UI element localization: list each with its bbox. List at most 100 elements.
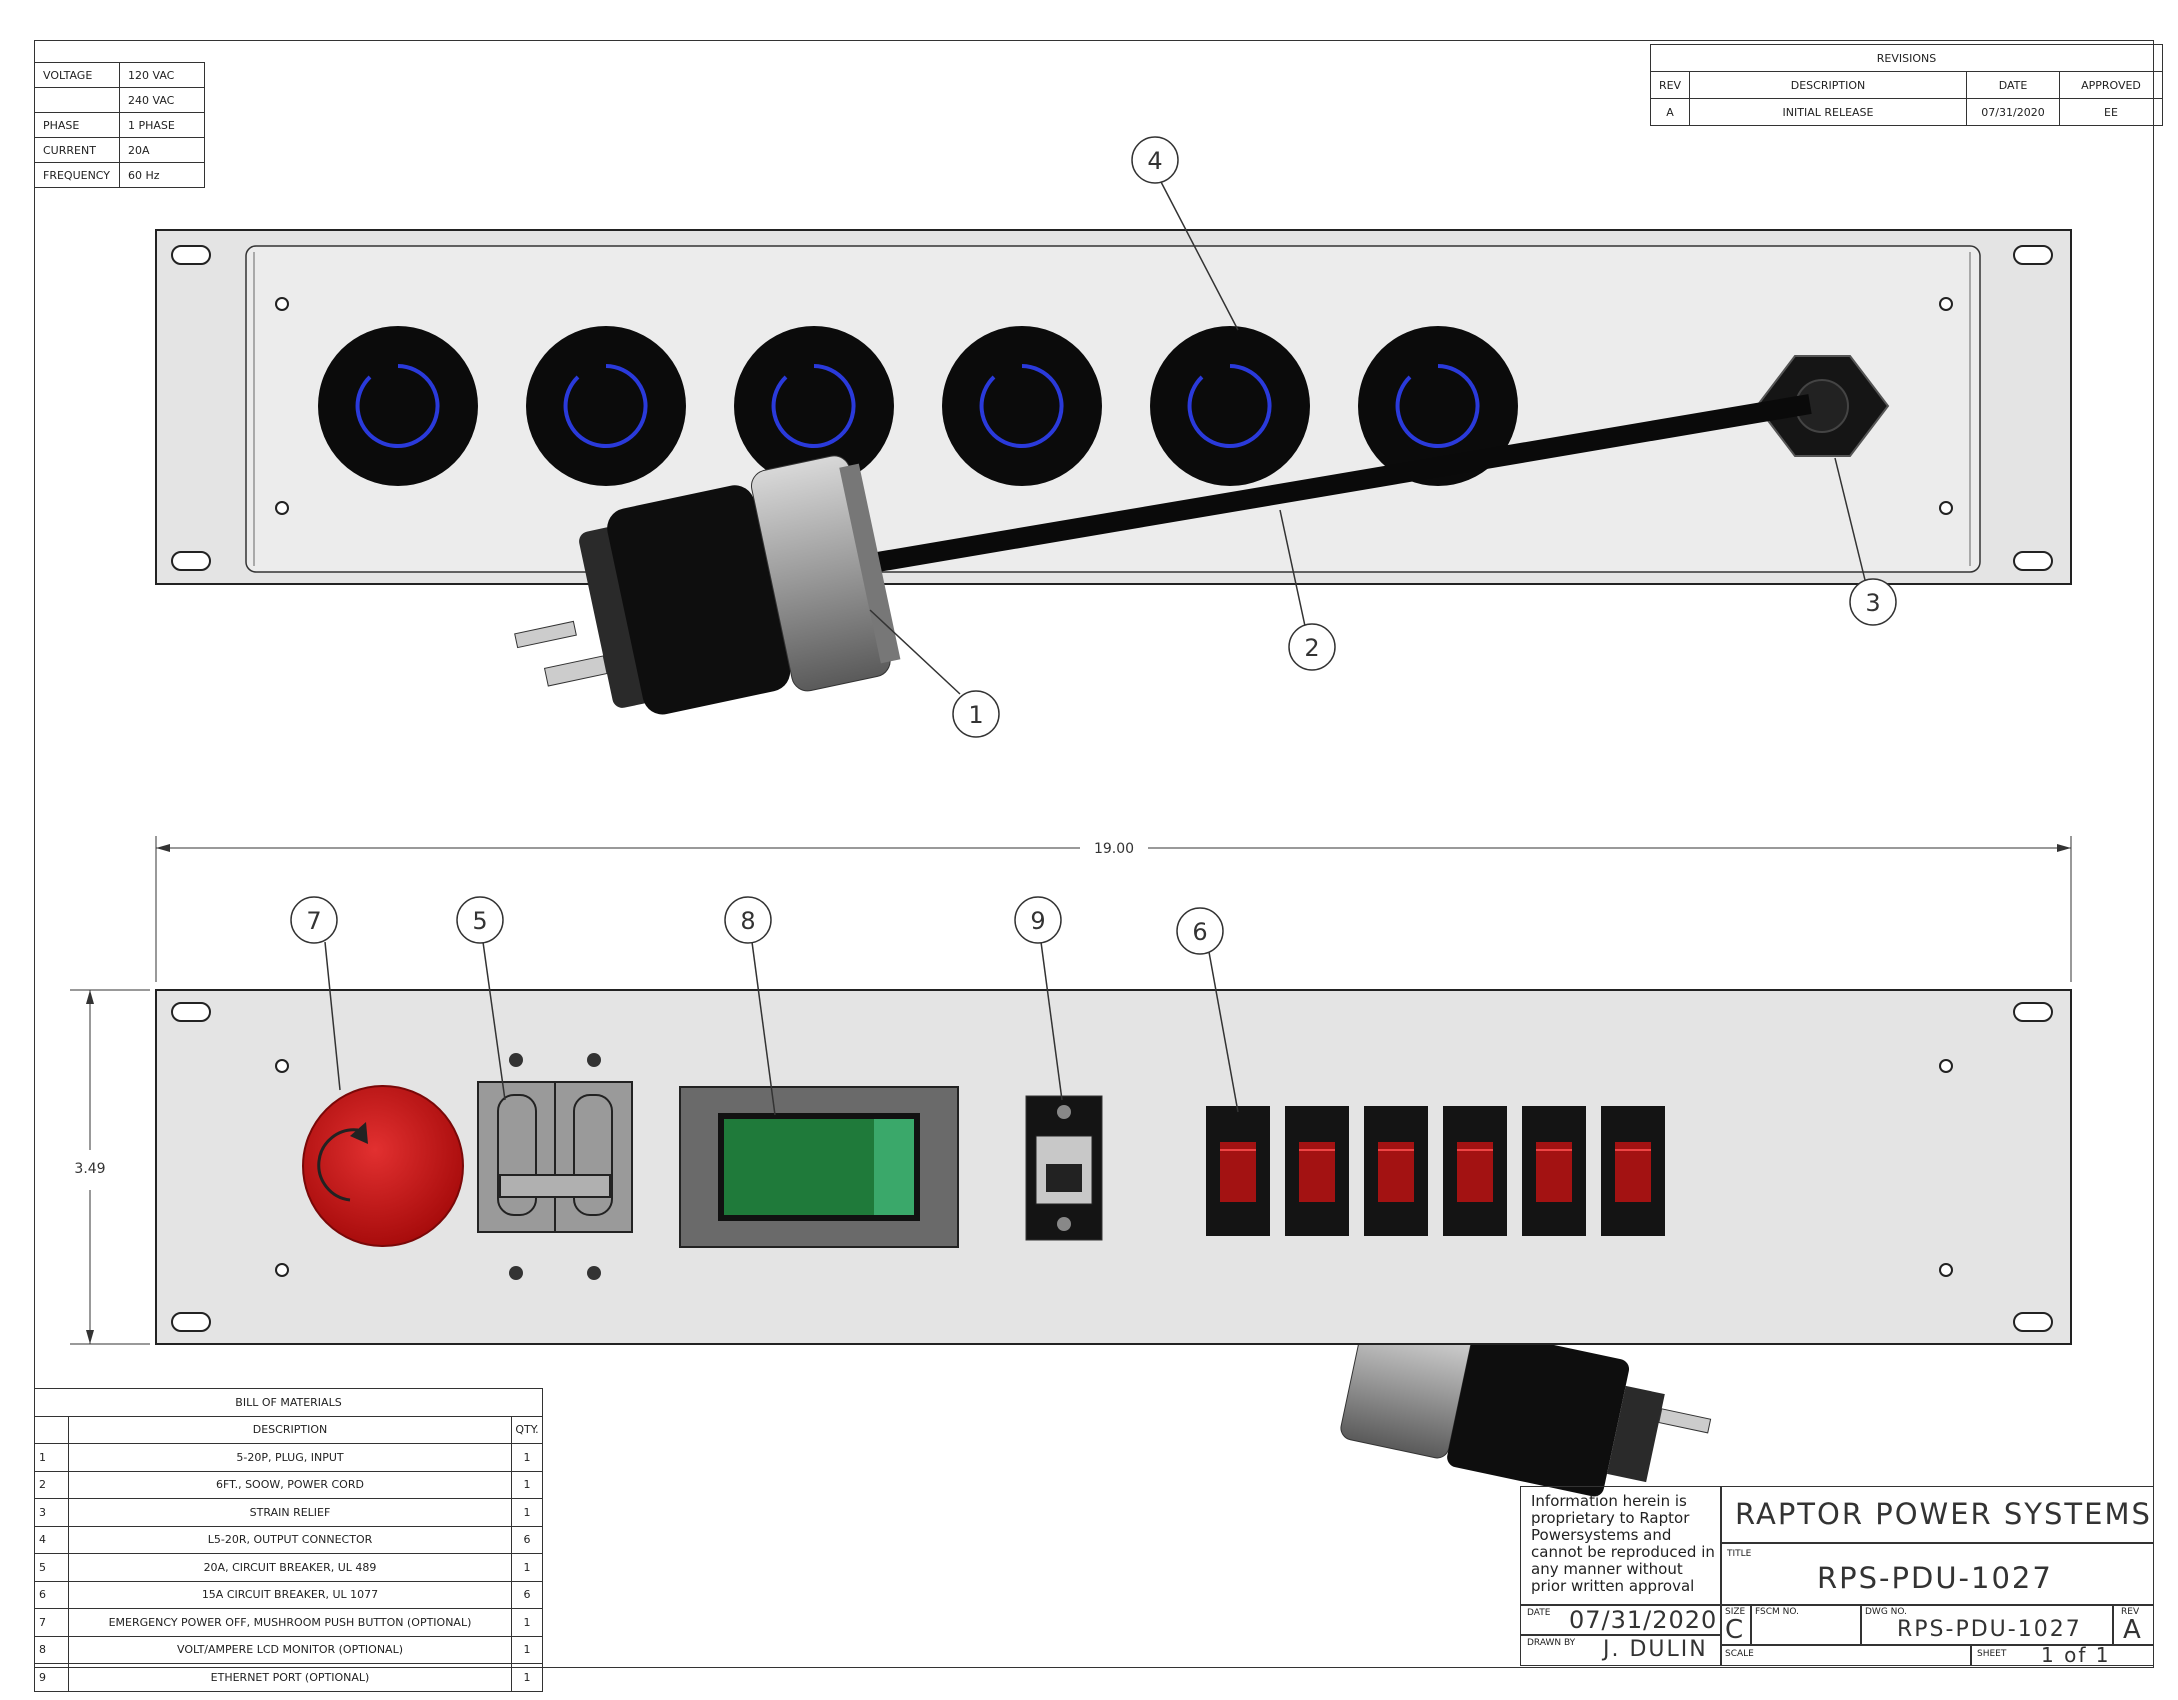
epo-mushroom-button[interactable]: [302, 1085, 464, 1247]
branch-breaker[interactable]: [1601, 1106, 1665, 1236]
fscm-box: [1750, 1604, 1862, 1646]
screw-hole: [1939, 297, 1953, 311]
ethernet-port[interactable]: [1025, 1095, 1103, 1241]
bom-item: 7: [34, 1608, 69, 1637]
spec-value: 240 VAC: [119, 87, 205, 113]
title-block: Information herein is proprietary to Rap…: [1520, 1486, 2154, 1667]
bom-qty: 1: [511, 1608, 543, 1637]
screw-hole: [275, 1263, 289, 1277]
rear-panel-view: [155, 179, 2072, 715]
height-dimension-label: 3.49: [74, 1161, 105, 1177]
size-value: C: [1725, 1615, 1746, 1645]
ear-slot: [171, 551, 211, 571]
callout-number: 8: [740, 907, 755, 935]
title-label: TITLE: [1727, 1549, 1752, 1559]
callout-number: 7: [306, 907, 321, 935]
bom-description: 15A CIRCUIT BREAKER, UL 1077: [68, 1580, 512, 1609]
callout-balloon: 3: [1849, 578, 1897, 626]
rev-label: REV: [2121, 1607, 2140, 1617]
bom-description: STRAIN RELIEF: [68, 1498, 512, 1527]
bom-item: 4: [34, 1525, 69, 1554]
bom-item: 5: [34, 1553, 69, 1582]
bom-item: 3: [34, 1498, 69, 1527]
ear-slot: [171, 1312, 211, 1332]
outlet-l5-20r: [1358, 326, 1518, 486]
spec-label: CURRENT: [34, 137, 120, 163]
dwg-box: [1860, 1604, 2114, 1646]
branch-breaker[interactable]: [1206, 1106, 1270, 1236]
date-label: DATE: [1527, 1608, 1551, 1618]
callout-number: 2: [1304, 634, 1319, 662]
outlet-l5-20r: [318, 326, 478, 486]
callout-balloon: 4: [1131, 136, 1179, 184]
ear-slot: [2013, 1312, 2053, 1332]
width-dimension-label: 19.00: [1094, 841, 1134, 857]
width-dimension: [155, 836, 2072, 982]
branch-breaker[interactable]: [1522, 1106, 1586, 1236]
revision-rev: A: [1650, 98, 1690, 126]
dwg-label: DWG NO.: [1865, 1607, 1907, 1617]
bom-qty: 6: [511, 1580, 543, 1609]
branch-breaker[interactable]: [1443, 1106, 1507, 1236]
main-circuit-breaker[interactable]: [477, 1053, 633, 1280]
spec-value: 60 Hz: [119, 162, 205, 188]
drawing-title: RPS-PDU-1027: [1817, 1561, 2053, 1595]
height-dimension: [70, 989, 150, 1345]
drawn-by: J. DULIN: [1603, 1637, 1708, 1662]
company-box: [1720, 1486, 2154, 1544]
rev-header: REV: [1650, 71, 1690, 99]
ear-slot: [171, 245, 211, 265]
size-label: SIZE: [1725, 1607, 1746, 1617]
branch-breaker[interactable]: [1364, 1106, 1428, 1236]
bom-description: EMERGENCY POWER OFF, MUSHROOM PUSH BUTTO…: [68, 1608, 512, 1637]
bom-item: 8: [34, 1635, 69, 1664]
bom-description: VOLT/AMPERE LCD MONITOR (OPTIONAL): [68, 1635, 512, 1664]
screw-hole: [1939, 1059, 1953, 1073]
dwg-number: RPS-PDU-1027: [1897, 1617, 2082, 1642]
bom-description-header: DESCRIPTION: [68, 1415, 512, 1444]
drawn-by-label: DRAWN BY: [1527, 1638, 1576, 1648]
callout-number: 3: [1865, 589, 1880, 617]
sheet-box: [1970, 1644, 2154, 1666]
bom-item: 1: [34, 1443, 69, 1472]
callout-balloon: 2: [1288, 623, 1336, 671]
callout-number: 6: [1192, 918, 1207, 946]
sheet-label: SHEET: [1977, 1649, 2007, 1659]
power-cord: [858, 394, 1812, 575]
bom-description: L5-20R, OUTPUT CONNECTOR: [68, 1525, 512, 1554]
callout-number: 9: [1030, 907, 1045, 935]
ear-slot: [2013, 245, 2053, 265]
spec-label: FREQUENCY: [34, 162, 120, 188]
callout-balloon: 8: [724, 896, 772, 944]
size-box: [1720, 1604, 1752, 1646]
revision-row: A INITIAL RELEASE 07/31/2020 EE: [1650, 98, 2163, 126]
proprietary-notice: Information herein is proprietary to Rap…: [1531, 1492, 1715, 1595]
callout-number: 5: [472, 907, 487, 935]
fscm-label: FSCM NO.: [1755, 1607, 1799, 1617]
outlet-l5-20r: [526, 326, 686, 486]
front-panel-view: [155, 941, 2072, 1497]
spec-value: 20A: [119, 137, 205, 163]
drawing-date: 07/31/2020: [1569, 1606, 1718, 1634]
callout-balloon: 6: [1176, 907, 1224, 955]
rev-box: [2112, 1604, 2154, 1646]
branch-breaker[interactable]: [1285, 1106, 1349, 1236]
callout-balloon: 7: [290, 896, 338, 944]
bom-description: ETHERNET PORT (OPTIONAL): [68, 1663, 512, 1692]
revision-date: 07/31/2020: [1966, 98, 2060, 126]
bom-qty: 1: [511, 1663, 543, 1692]
bom-item: 9: [34, 1663, 69, 1692]
spec-value: 120 VAC: [119, 62, 205, 88]
bom-qty: 1: [511, 1498, 543, 1527]
company-name: RAPTOR POWER SYSTEMS: [1735, 1497, 2152, 1531]
